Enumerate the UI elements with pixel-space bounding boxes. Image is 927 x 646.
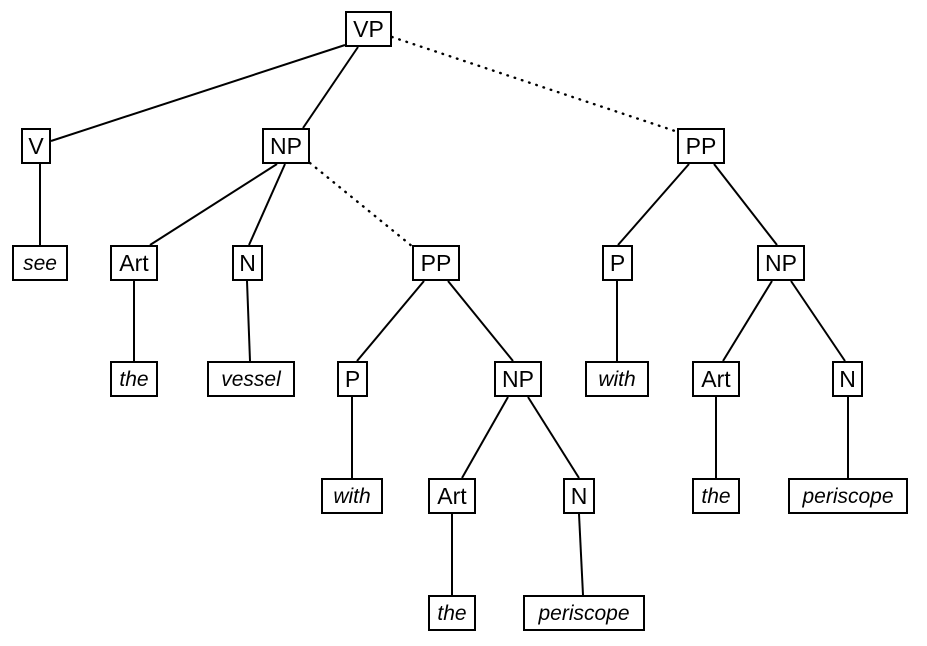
tree-node-p_high: P (602, 245, 633, 281)
tree-node-pp_low: PP (412, 245, 460, 281)
tree-edge-np_high-to-art_high (722, 280, 773, 362)
tree-edge-pp_low-to-np_low (447, 280, 514, 362)
tree-node-np_high: NP (757, 245, 805, 281)
tree-node-np_low: NP (494, 361, 542, 397)
leaf-word-w_with_low: with (321, 478, 383, 514)
tree-edge-np_high-to-n_high (790, 280, 846, 362)
tree-edge-np_obj-to-pp_low (308, 161, 415, 249)
leaf-word-w_the_low: the (428, 595, 476, 631)
tree-node-art_obj: Art (110, 245, 158, 281)
tree-node-n_low: N (563, 478, 595, 514)
tree-node-n_obj: N (232, 245, 263, 281)
tree-edge-vp-to-pp_high (390, 35, 680, 134)
tree-node-p_low: P (337, 361, 368, 397)
tree-node-pp_high: PP (677, 128, 725, 164)
leaf-word-w_the_obj: the (110, 361, 158, 397)
tree-edge-pp_low-to-p_low (356, 280, 425, 362)
tree-edge-np_obj-to-art_obj (149, 163, 278, 246)
leaf-word-w_periscope_hi: periscope (788, 478, 908, 514)
leaf-word-w_periscope_lo: periscope (523, 595, 645, 631)
tree-edge-pp_high-to-np_high (713, 163, 778, 246)
tree-edge-np_low-to-art_low (461, 396, 509, 479)
leaf-word-w_the_high: the (692, 478, 740, 514)
tree-edge-vp-to-v (50, 44, 346, 142)
tree-node-np_obj: NP (262, 128, 310, 164)
leaf-word-w_with_high: with (585, 361, 649, 397)
tree-node-v: V (21, 128, 51, 164)
tree-node-art_high: Art (692, 361, 740, 397)
tree-edge-vp-to-np_obj (302, 46, 359, 129)
leaf-word-w_vessel: vessel (207, 361, 295, 397)
tree-edge-n_obj-to-w_vessel (246, 280, 251, 362)
tree-node-vp: VP (345, 11, 392, 47)
tree-edge-np_obj-to-n_obj (248, 163, 286, 246)
tree-node-n_high: N (832, 361, 863, 397)
tree-node-art_low: Art (428, 478, 476, 514)
leaf-word-w_see: see (12, 245, 68, 281)
tree-edge-np_low-to-n_low (527, 396, 580, 479)
tree-edge-pp_high-to-p_high (617, 163, 690, 246)
tree-edge-n_low-to-w_periscope_lo (578, 513, 584, 596)
